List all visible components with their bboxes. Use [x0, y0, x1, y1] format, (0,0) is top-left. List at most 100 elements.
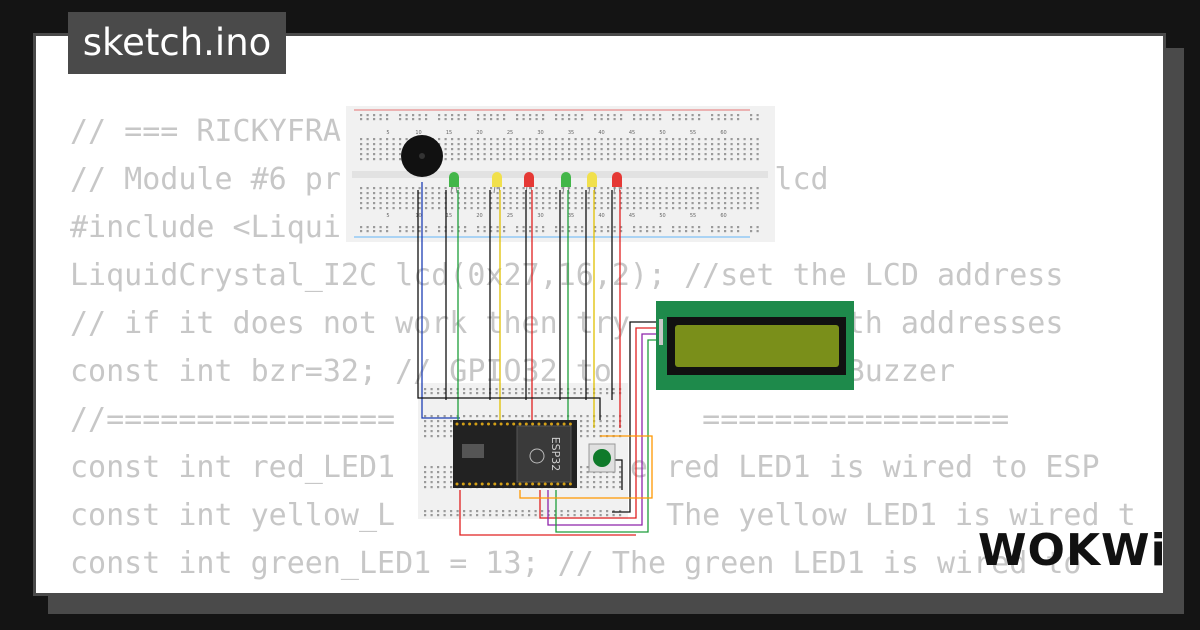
breadboard-hole — [490, 114, 493, 117]
breadboard-hole — [620, 207, 623, 210]
breadboard-hole — [594, 118, 597, 121]
breadboard-tick-label: 50 — [659, 130, 665, 136]
breadboard-hole — [477, 143, 480, 146]
breadboard-hole — [405, 197, 408, 200]
breadboard-hole — [554, 415, 557, 418]
breadboard-hole — [665, 138, 668, 141]
breadboard-hole — [678, 207, 681, 210]
breadboard-hole — [366, 148, 369, 151]
breadboard-hole — [529, 230, 532, 233]
code-line-7: //================ ================= — [70, 402, 1010, 437]
breadboard-hole — [399, 114, 402, 117]
breadboard-hole — [502, 415, 505, 418]
breadboard-hole — [646, 230, 649, 233]
breadboard-hole — [516, 118, 519, 121]
breadboard-hole — [574, 158, 577, 161]
code-preview: // === RICKYFRA// Module #6 pr > //lcd#i… — [70, 108, 1136, 588]
breadboard-hole — [581, 114, 584, 117]
breadboard-hole — [698, 153, 701, 156]
esp32-pin — [531, 422, 535, 426]
breadboard-hole — [568, 192, 571, 195]
breadboard-hole — [386, 197, 389, 200]
breadboard-hole — [580, 486, 583, 489]
code-line-1: // === RICKYFRA — [70, 114, 341, 149]
esp32-board: ESP32 — [453, 420, 577, 488]
breadboard-hole — [516, 197, 519, 200]
esp32-pin — [568, 482, 572, 486]
breadboard-hole — [444, 158, 447, 161]
breadboard-hole — [599, 476, 602, 479]
breadboard-hole — [574, 138, 577, 141]
breadboard-hole — [430, 481, 433, 484]
esp32-pin — [537, 422, 541, 426]
button-cap[interactable] — [593, 449, 611, 467]
breadboard-hole — [366, 153, 369, 156]
breadboard-hole — [711, 230, 714, 233]
breadboard-hole — [606, 388, 609, 391]
breadboard-hole — [678, 143, 681, 146]
breadboard-hole — [678, 192, 681, 195]
breadboard-hole — [756, 143, 759, 146]
breadboard-hole — [737, 202, 740, 205]
push-button[interactable] — [588, 443, 616, 473]
breadboard-hole — [542, 230, 545, 233]
breadboard-hole — [704, 153, 707, 156]
breadboard-hole — [503, 197, 506, 200]
breadboard-hole — [431, 197, 434, 200]
breadboard-hole — [743, 202, 746, 205]
breadboard-hole — [405, 192, 408, 195]
breadboard-hole — [547, 388, 550, 391]
breadboard-hole — [483, 197, 486, 200]
esp32-usb-port — [462, 444, 484, 458]
breadboard-hole — [586, 510, 589, 513]
breadboard-hole — [678, 197, 681, 200]
breadboard-hole — [522, 118, 525, 121]
breadboard-hole — [607, 192, 610, 195]
breadboard-hole — [573, 415, 576, 418]
breadboard-hole — [652, 197, 655, 200]
breadboard-hole — [711, 226, 714, 229]
breadboard-hole — [704, 138, 707, 141]
breadboard-hole — [587, 192, 590, 195]
esp32-pins — [455, 422, 572, 486]
file-tab[interactable]: sketch.ino — [68, 12, 286, 74]
breadboard-hole — [659, 202, 662, 205]
breadboard-hole — [704, 143, 707, 146]
breadboard-hole — [717, 226, 720, 229]
breadboard-hole — [665, 187, 668, 190]
breadboard-hole — [756, 138, 759, 141]
breadboard-hole — [612, 420, 615, 423]
breadboard-hole — [490, 207, 493, 210]
esp32-pin — [505, 482, 509, 486]
breadboard-hole — [379, 114, 382, 117]
breadboard-hole — [529, 138, 532, 141]
breadboard-hole — [607, 138, 610, 141]
breadboard-hole — [685, 207, 688, 210]
code-line-8: const int red_LED1 he red LED1 is wired … — [70, 450, 1100, 485]
breadboard-hole — [424, 425, 427, 428]
breadboard-hole — [711, 114, 714, 117]
breadboard-hole — [607, 207, 610, 210]
breadboard-hole — [430, 510, 433, 513]
breadboard-hole — [724, 143, 727, 146]
breadboard-hole — [392, 207, 395, 210]
breadboard-hole — [730, 202, 733, 205]
breadboard-hole — [594, 153, 597, 156]
led-group — [449, 172, 622, 194]
breadboard-hole — [509, 143, 512, 146]
breadboard-hole — [561, 148, 564, 151]
breadboard-hole — [581, 153, 584, 156]
breadboard-hole — [496, 226, 499, 229]
breadboard-hole — [567, 510, 570, 513]
breadboard-hole — [587, 138, 590, 141]
breadboard-hole — [581, 187, 584, 190]
breadboard-hole — [529, 192, 532, 195]
breadboard-hole — [457, 187, 460, 190]
breadboard-hole — [528, 392, 531, 395]
breadboard-hole — [451, 230, 454, 233]
breadboard-hole — [561, 143, 564, 146]
breadboard-hole — [756, 192, 759, 195]
breadboard-hole — [443, 420, 446, 423]
breadboard-hole — [548, 197, 551, 200]
breadboard-hole — [444, 114, 447, 117]
